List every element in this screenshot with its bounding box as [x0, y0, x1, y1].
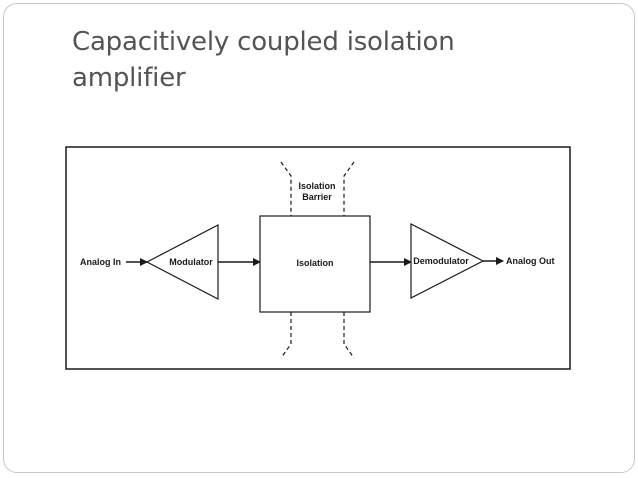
analog-in-label: Analog In [80, 257, 121, 267]
analog-out-label: Analog Out [506, 256, 555, 266]
demodulator-block [410, 223, 485, 299]
barrier-left-bottom [280, 312, 292, 359]
barrier-left-top [280, 161, 292, 216]
isolation-barrier [280, 161, 355, 359]
slide-title: Capacitively coupled isolation amplifier [72, 27, 455, 93]
isolation-barrier-label-line2: Barrier [302, 192, 332, 202]
isolation-barrier-label-line1: Isolation [298, 181, 335, 191]
isolation-label: Isolation [296, 258, 333, 268]
modulator-label: Modulator [169, 257, 213, 267]
demodulator-label: Demodulator [413, 256, 469, 266]
barrier-right-top [343, 161, 355, 216]
barrier-right-bottom [343, 312, 355, 359]
isolation-block [259, 215, 371, 313]
